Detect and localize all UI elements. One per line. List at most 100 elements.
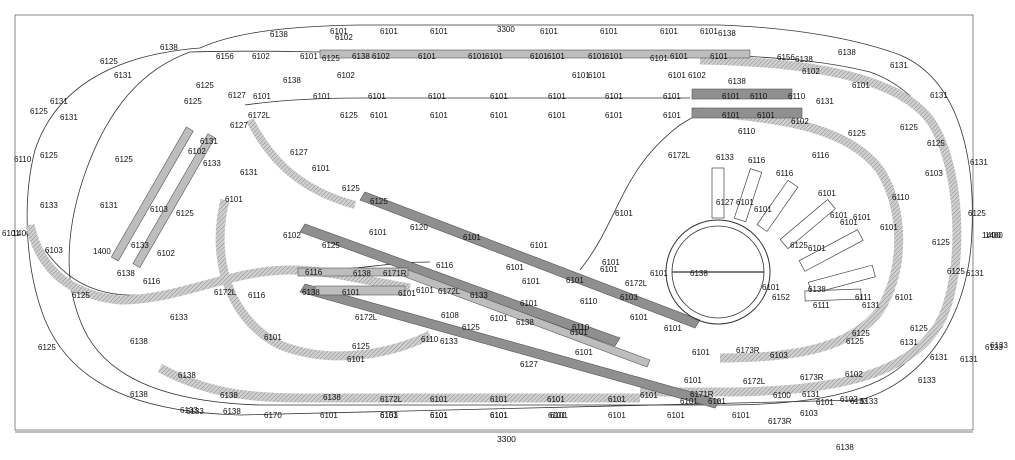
track-label: 6101 (463, 233, 481, 242)
track-label: 6101 (342, 288, 360, 297)
track-label: 6131 (240, 168, 258, 177)
track-label: 6138 (117, 269, 135, 278)
hatched-track-right (640, 55, 962, 397)
track-label: 6102 (157, 249, 175, 258)
track-label: 6101 (588, 52, 606, 61)
track-label: 6125 (352, 342, 370, 351)
track-label: 6131 (60, 113, 78, 122)
track-label: 6101 (506, 263, 524, 272)
track-label: 6103 (800, 409, 818, 418)
track-label: 6101 (312, 164, 330, 173)
track-label: 6131 (970, 158, 988, 167)
track-label: 6101 (225, 195, 243, 204)
track-label: 6101 (600, 27, 618, 36)
track-label: 1400 (93, 247, 111, 256)
turntable-stalls (711, 167, 876, 302)
track-label: 6101 (416, 286, 434, 295)
track-label: 6138 (516, 318, 534, 327)
track-label: 6101 (680, 397, 698, 406)
track-label: 6173R (800, 373, 824, 382)
track-label: 6101 (570, 328, 588, 337)
track-label: 6101 (253, 92, 271, 101)
track-label: 6101 (670, 52, 688, 61)
track-label: 6101 (522, 277, 540, 286)
track-label: 6125 (910, 324, 928, 333)
track-label: 6172L (380, 395, 403, 404)
track-label: 6173R (768, 417, 792, 426)
track-label: 6101 (668, 71, 686, 80)
track-label: 6101 (398, 289, 416, 298)
track-label: 6101 (605, 52, 623, 61)
track-label: 6101 (490, 111, 508, 120)
track-label: 6101 (605, 92, 623, 101)
track-label: 6101 (816, 398, 834, 407)
track-label: 6101 (540, 27, 558, 36)
track-label: 6101 (572, 71, 590, 80)
track-label: 6116 (143, 277, 161, 286)
track-label: 6138 (130, 390, 148, 399)
board-outline (14, 14, 974, 431)
track-label: 6101 (615, 209, 633, 218)
dark-straight-track-lower (691, 107, 803, 119)
track-label: 6133 (860, 397, 878, 406)
track-label: 6138 (283, 76, 301, 85)
top-straight-track (319, 49, 751, 59)
track-label: 6101 (430, 27, 448, 36)
track-label: 6133 (985, 343, 1003, 352)
track-label: 6101 (430, 111, 448, 120)
track-label: 6101 (428, 92, 446, 101)
track-label: 6171R (383, 269, 407, 278)
track-label: 6101 (520, 299, 538, 308)
track-label: 6101 (566, 276, 584, 285)
track-label: 6133 (131, 241, 149, 250)
track-label: 6101 (608, 411, 626, 420)
track-label: 6116 (776, 169, 794, 178)
track-label: 6125 (322, 241, 340, 250)
track-label: 6127 (520, 360, 538, 369)
track-label: 6131 (890, 61, 908, 70)
track-label: 6110 (788, 92, 806, 101)
hatched-track-right-inner (699, 107, 904, 363)
track-label: 6101 (418, 52, 436, 61)
track-label: 6133 (990, 341, 1008, 350)
track-label: 6138 (270, 30, 288, 39)
track-label: 6156 (216, 52, 234, 61)
track-label: 6102 (283, 231, 301, 240)
track-label: 6101 (852, 81, 870, 90)
track-label: 6170 (264, 411, 282, 420)
track-label: 6101 (605, 111, 623, 120)
track-label: 6138 (220, 391, 238, 400)
track-label: 6102 (335, 33, 353, 42)
track-label: 6102 (337, 71, 355, 80)
track-label: 6125 (340, 111, 358, 120)
track-label: 6133 (470, 291, 488, 300)
track-label: 6138 (223, 407, 241, 416)
track-label: 6125 (947, 267, 965, 276)
track-label: 6101 (369, 228, 387, 237)
diagonal-tracks (299, 191, 721, 409)
track-label: 6125 (790, 241, 808, 250)
track-label: 6116 (305, 268, 323, 277)
track-label: 6101 (300, 52, 318, 61)
track-label: 6125 (852, 329, 870, 338)
track-label: 6103 (45, 246, 63, 255)
track-label: 6101 (575, 348, 593, 357)
track-label: 6116 (248, 291, 266, 300)
track-label: 6125 (176, 209, 194, 218)
track-label: 6101 (330, 27, 348, 36)
track-label: 6125 (932, 238, 950, 247)
track-label: 6101 (692, 348, 710, 357)
track-label: 6133 (716, 153, 734, 162)
track-label: 6101 (2, 229, 20, 238)
track-label: 6101 (840, 218, 858, 227)
track-label: 6138 (353, 269, 371, 278)
track-label: 6101 (650, 269, 668, 278)
track-label: 6101 (368, 92, 386, 101)
track-label: 3300 (497, 25, 515, 34)
track-label: 6138 (838, 48, 856, 57)
hatched-short-diagonal (246, 118, 357, 209)
second-outer-loop (68, 50, 956, 406)
track-label: 6110 (14, 155, 32, 164)
track-label: 6125 (900, 123, 918, 132)
track-label: 6138 (808, 285, 826, 294)
